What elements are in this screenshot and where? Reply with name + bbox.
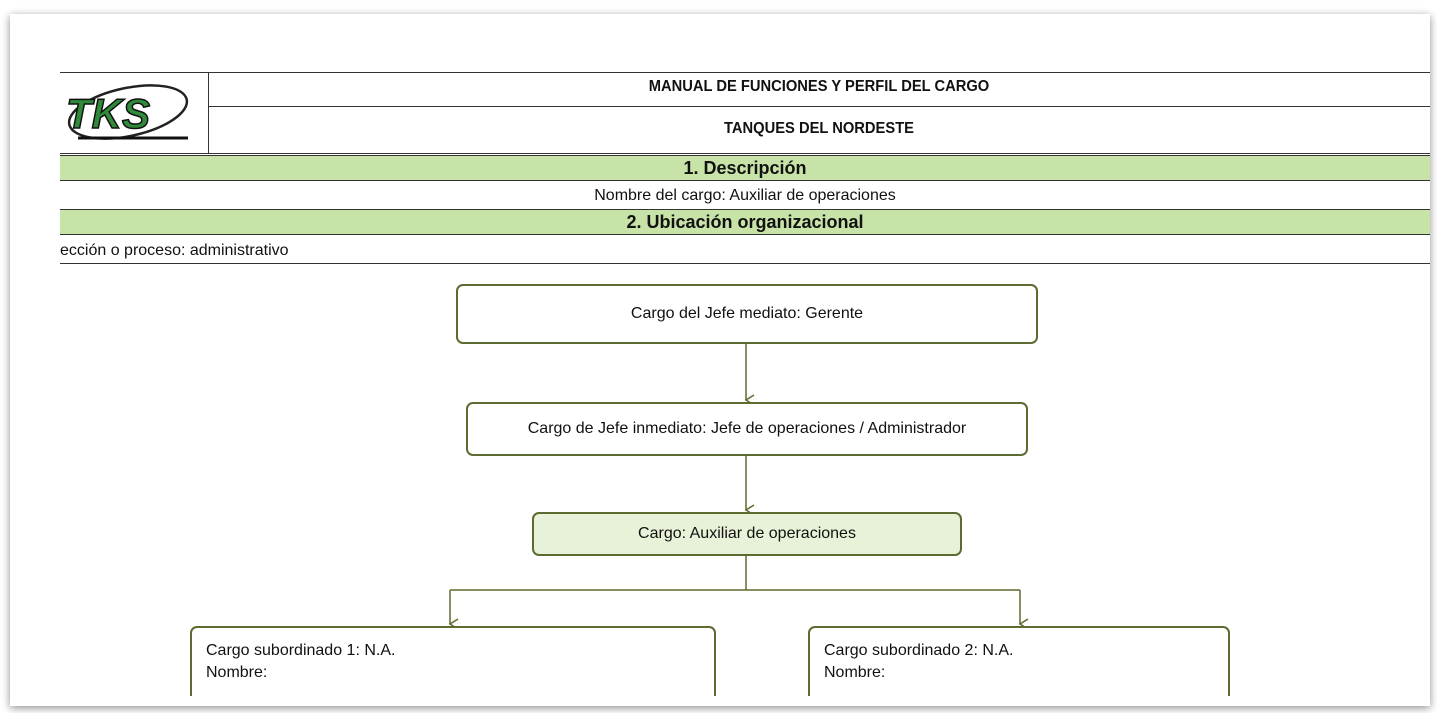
seccion-proceso-row: ección o proceso: administrativo [60, 242, 289, 259]
subordinado-2-title: Cargo subordinado 2: N.A. [824, 642, 1014, 659]
document-page: TKS MANUAL DE FUNCIONES Y PERFIL DEL CAR… [24, 30, 1430, 696]
seccion-underline [60, 263, 1430, 264]
section-2-heading: 2. Ubicación organizacional [60, 209, 1430, 235]
svg-text:TKS: TKS [66, 90, 150, 137]
jefe-inmediato-label: Cargo de Jefe inmediato: Jefe de operaci… [527, 420, 967, 437]
cargo-name-row: Nombre del cargo: Auxiliar de operacione… [594, 187, 896, 204]
jefe-inmediato-box: Cargo de Jefe inmediato: Jefe de operaci… [466, 402, 1028, 456]
cargo-label: Cargo: Auxiliar de operaciones [638, 525, 856, 542]
section-1-heading: 1. Descripción [60, 155, 1430, 181]
header-middle-border [208, 106, 1430, 107]
subordinado-1-title: Cargo subordinado 1: N.A. [206, 642, 396, 659]
subordinado-2-nombre: Nombre: [824, 664, 886, 681]
jefe-mediato-box: Cargo del Jefe mediato: Gerente [456, 284, 1038, 344]
subordinado-1-box: Cargo subordinado 1: N.A. Nombre: [190, 626, 716, 696]
logo-divider [208, 72, 209, 153]
subordinado-1-nombre: Nombre: [206, 664, 268, 681]
company-name: TANQUES DEL NORDESTE [723, 120, 915, 137]
header-bottom-border [60, 153, 1430, 154]
document-title: MANUAL DE FUNCIONES Y PERFIL DEL CARGO [648, 78, 990, 95]
document-frame: TKS MANUAL DE FUNCIONES Y PERFIL DEL CAR… [10, 14, 1430, 706]
subordinado-2-box: Cargo subordinado 2: N.A. Nombre: [808, 626, 1230, 696]
tks-logo: TKS [60, 78, 200, 150]
org-chart-connectors [448, 344, 1029, 630]
cargo-box: Cargo: Auxiliar de operaciones [532, 512, 962, 556]
header-top-border [60, 72, 1430, 73]
jefe-mediato-label: Cargo del Jefe mediato: Gerente [630, 305, 864, 322]
